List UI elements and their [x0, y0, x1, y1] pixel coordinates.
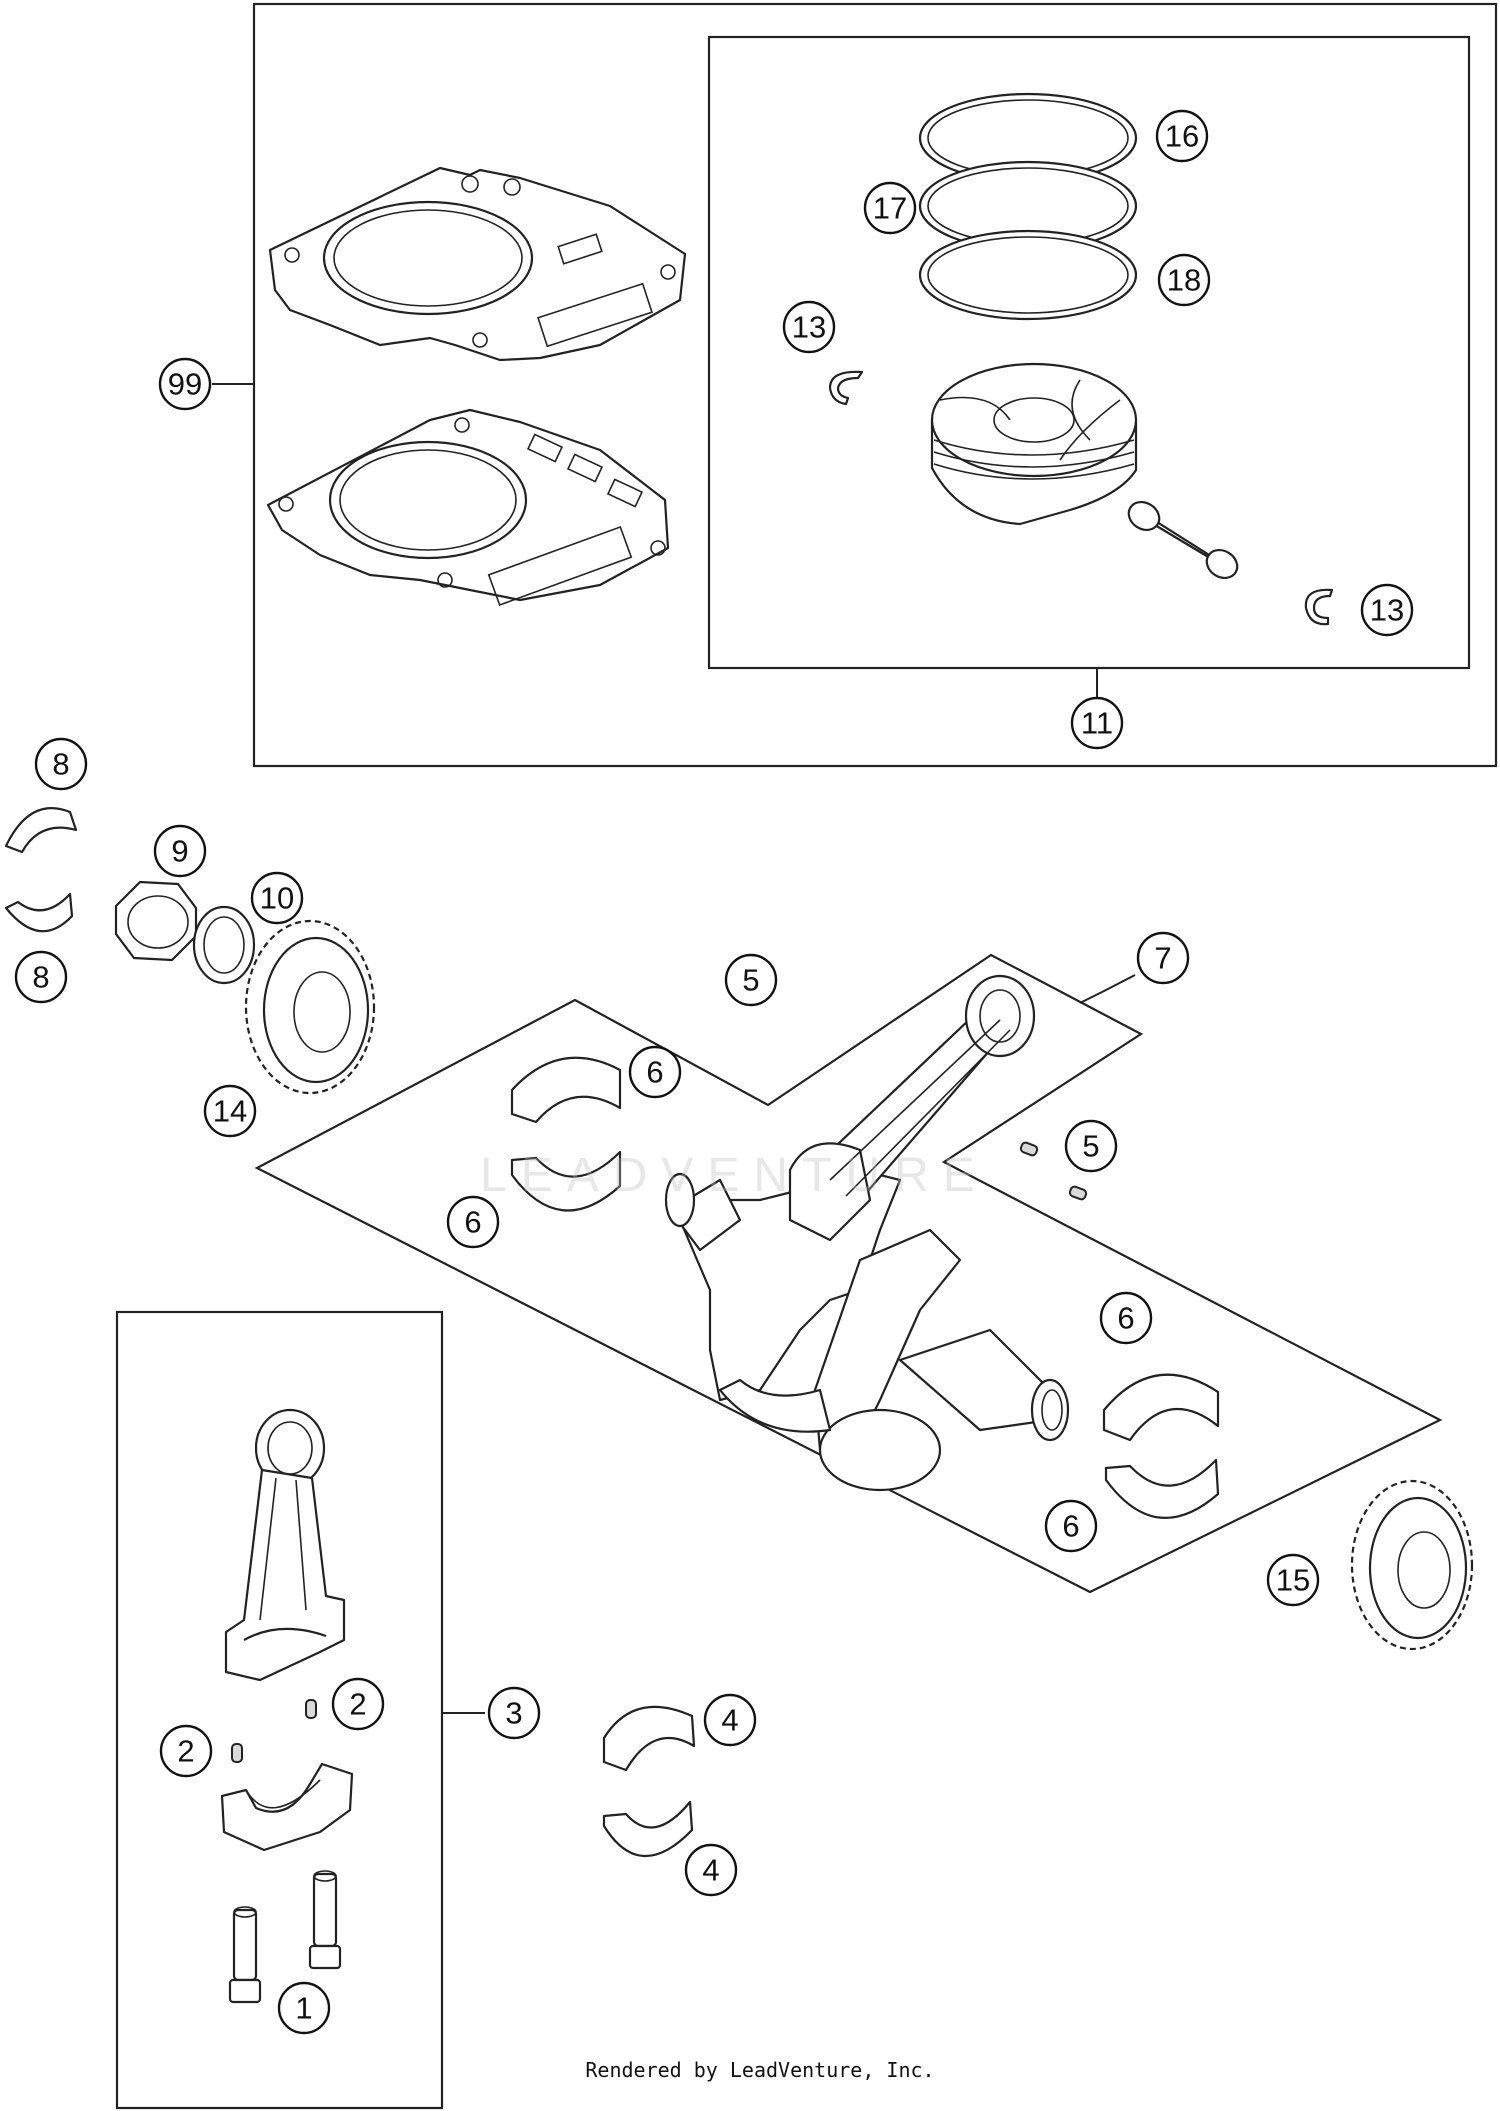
- svg-text:5: 5: [742, 963, 759, 998]
- svg-text:5: 5: [1082, 1129, 1099, 1164]
- conrod-bolt-right: [308, 1870, 342, 1970]
- hex-nut: [114, 880, 198, 962]
- svg-text:99: 99: [168, 367, 202, 402]
- callout-5-top[interactable]: 5: [724, 953, 778, 1007]
- crank-bearing-shell-1: [510, 1056, 622, 1124]
- circlip-left: [828, 370, 864, 406]
- callout-8-bottom[interactable]: 8: [14, 950, 68, 1004]
- woodruff-key-2: [1019, 1141, 1039, 1157]
- callout-2-right[interactable]: 2: [331, 1677, 385, 1731]
- main-bearing-lower: [4, 892, 74, 933]
- svg-text:6: 6: [1062, 1509, 1079, 1544]
- conrod-bearing-lower: [602, 1800, 694, 1858]
- callout-14[interactable]: 14: [203, 1084, 257, 1138]
- callout-6-right-top[interactable]: 6: [1099, 1291, 1153, 1345]
- callout-99[interactable]: 99: [158, 357, 212, 411]
- dowel-pin-left: [231, 1743, 243, 1763]
- conrod-bearing-upper: [602, 1705, 696, 1772]
- connecting-rod: [224, 1408, 346, 1682]
- svg-text:10: 10: [260, 881, 294, 916]
- piston: [930, 362, 1138, 526]
- svg-text:17: 17: [873, 191, 907, 226]
- gear-14: [244, 919, 376, 1095]
- svg-text:8: 8: [32, 960, 49, 995]
- conrod-kit-frame: [115, 1310, 444, 2110]
- callout-9[interactable]: 9: [153, 824, 207, 878]
- svg-text:3: 3: [505, 1696, 522, 1731]
- callout-10[interactable]: 10: [250, 871, 304, 925]
- crankshaft-group-frame: [254, 953, 1443, 1594]
- cylinder-base-gasket: [266, 408, 670, 607]
- svg-text:4: 4: [702, 1853, 719, 1888]
- piston-pin: [1127, 500, 1239, 580]
- cylinder-head-gasket: [268, 166, 687, 362]
- callout-13-left[interactable]: 13: [782, 300, 836, 354]
- callout-1[interactable]: 1: [277, 1981, 331, 2035]
- crank-bearing-shell-3: [1102, 1373, 1220, 1442]
- dowel-pin-right: [305, 1699, 317, 1719]
- callout-13-right[interactable]: 13: [1360, 583, 1414, 637]
- svg-text:9: 9: [171, 834, 188, 869]
- svg-text:8: 8: [52, 747, 69, 782]
- callout-17[interactable]: 17: [863, 181, 917, 235]
- svg-text:2: 2: [349, 1687, 366, 1722]
- render-credit: Rendered by LeadVenture, Inc.: [585, 2058, 935, 2082]
- svg-text:6: 6: [646, 1055, 663, 1090]
- callout-11[interactable]: 11: [1070, 696, 1124, 750]
- conrod-bolt-left: [228, 1906, 262, 2004]
- watermark-text: LEADVENTURE: [480, 1149, 989, 1202]
- crankshaft-assembly: [664, 974, 1070, 1492]
- svg-text:7: 7: [1154, 941, 1171, 976]
- piston-ring-18: [918, 229, 1138, 321]
- conrod-cap: [220, 1762, 354, 1852]
- crank-bearing-shell-2: [510, 1150, 622, 1212]
- callout-8-top[interactable]: 8: [34, 737, 88, 791]
- svg-text:1: 1: [295, 1991, 312, 2026]
- svg-text:14: 14: [213, 1094, 247, 1129]
- svg-text:6: 6: [464, 1205, 481, 1240]
- gear-15: [1350, 1479, 1474, 1651]
- circlip-right: [1304, 588, 1334, 626]
- svg-text:15: 15: [1276, 1563, 1310, 1598]
- callout-4-bottom[interactable]: 4: [684, 1843, 738, 1897]
- svg-text:18: 18: [1167, 263, 1201, 298]
- woodruff-key-3: [1068, 1185, 1088, 1201]
- callout-6-top[interactable]: 6: [628, 1045, 682, 1099]
- svg-text:2: 2: [177, 1734, 194, 1769]
- svg-text:4: 4: [721, 1703, 738, 1738]
- crank-bearing-shell-4: [1104, 1458, 1220, 1519]
- callout-3[interactable]: 3: [487, 1686, 541, 1740]
- svg-text:13: 13: [792, 310, 826, 345]
- svg-text:13: 13: [1370, 593, 1404, 628]
- gasket-kit-frame: [252, 2, 1498, 768]
- main-bearing-upper: [4, 807, 78, 854]
- callout-6-right-bottom[interactable]: 6: [1044, 1499, 1098, 1553]
- callout-7[interactable]: 7: [1136, 931, 1190, 985]
- svg-text:16: 16: [1165, 119, 1199, 154]
- leader-7: [1079, 974, 1136, 1004]
- piston-kit-frame: [707, 35, 1471, 670]
- callout-16[interactable]: 16: [1155, 109, 1209, 163]
- callout-15[interactable]: 15: [1266, 1553, 1320, 1607]
- callout-18[interactable]: 18: [1157, 253, 1211, 307]
- callout-6-left[interactable]: 6: [446, 1195, 500, 1249]
- callout-2-left[interactable]: 2: [159, 1724, 213, 1778]
- callout-5-right[interactable]: 5: [1064, 1119, 1118, 1173]
- washer: [192, 905, 256, 985]
- callout-4-top[interactable]: 4: [703, 1693, 757, 1747]
- svg-text:11: 11: [1081, 706, 1113, 741]
- svg-text:6: 6: [1117, 1301, 1134, 1336]
